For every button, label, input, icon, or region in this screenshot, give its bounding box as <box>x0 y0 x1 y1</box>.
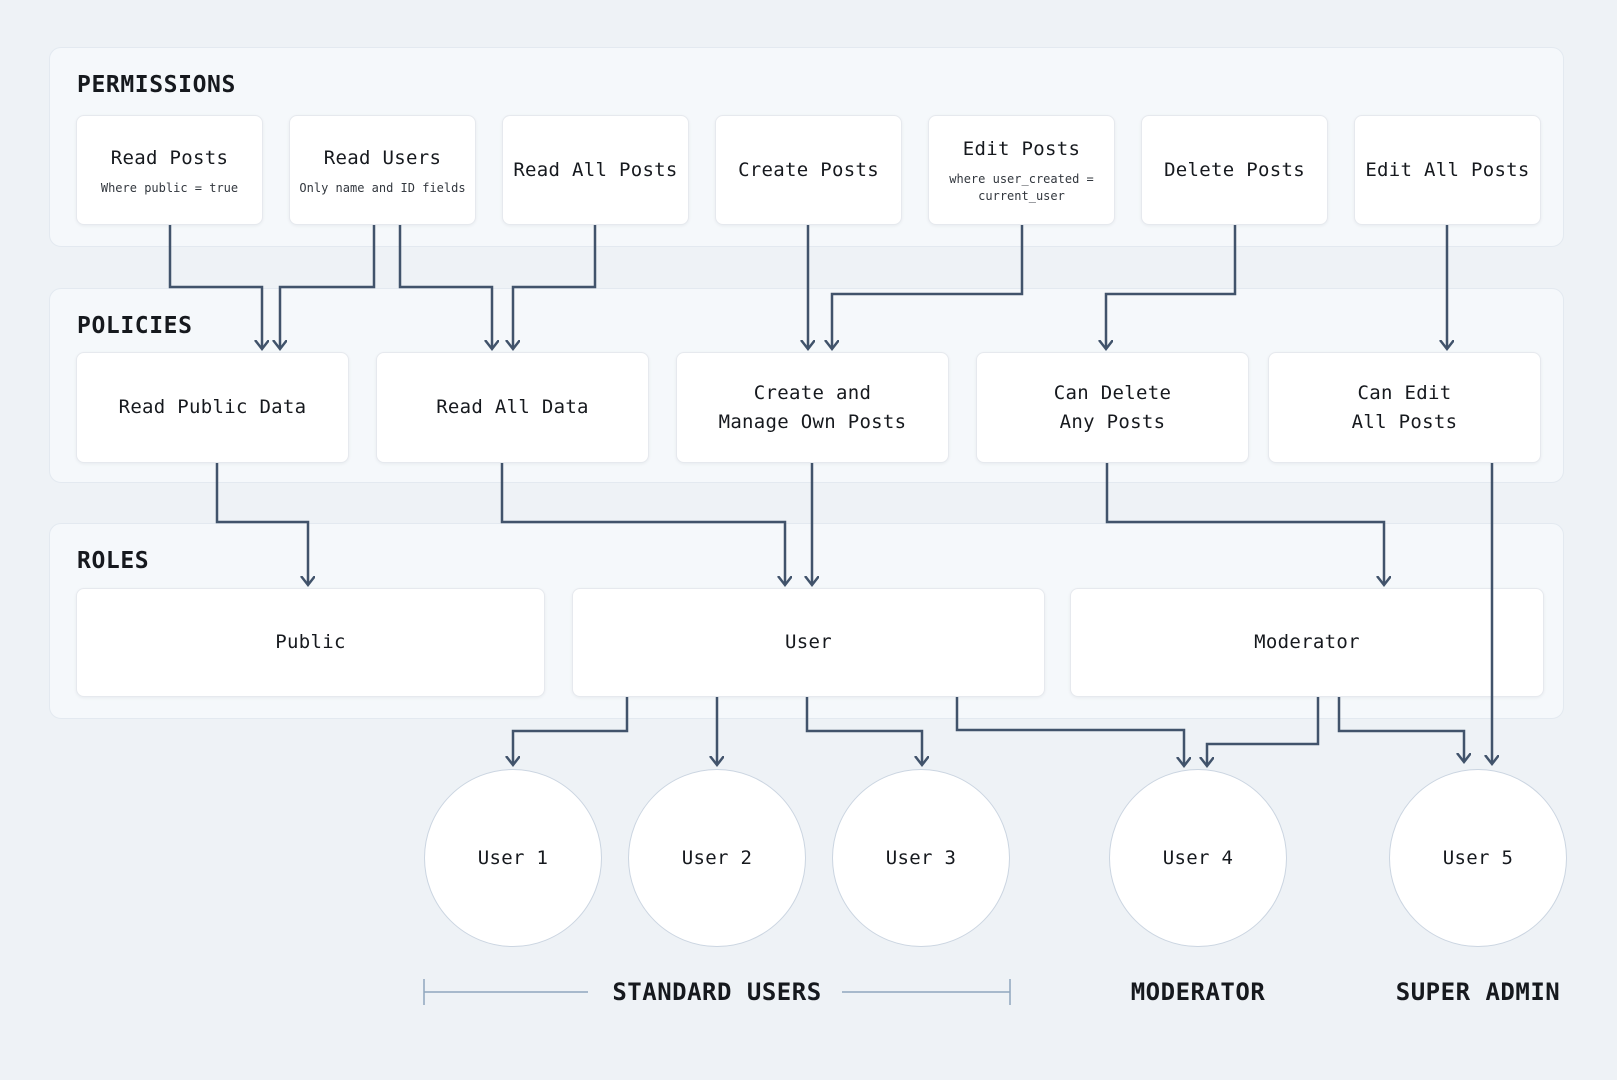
role-title: User <box>785 631 832 653</box>
role-node-user: User <box>572 588 1045 697</box>
user-label: User 1 <box>477 846 549 869</box>
user-node-1: User 1 <box>424 769 602 947</box>
permission-node-read-users: Read Users Only name and ID fields <box>289 115 476 225</box>
policy-node-can-delete-any-posts: Can Delete Any Posts <box>976 352 1249 463</box>
role-node-public: Public <box>76 588 545 697</box>
permission-node-create-posts: Create Posts <box>715 115 902 225</box>
group-label-super-admin: SUPER ADMIN <box>1395 978 1561 1006</box>
permission-node-edit-posts: Edit Posts where user_created = current_… <box>928 115 1115 225</box>
permission-subtitle: Only name and ID fields <box>299 180 466 195</box>
user-label: User 5 <box>1442 846 1514 869</box>
policy-node-create-manage-own-posts: Create and Manage Own Posts <box>676 352 949 463</box>
permission-title: Create Posts <box>738 158 879 181</box>
group-label-standard-users: STANDARD USERS <box>612 978 822 1006</box>
group-label-moderator: MODERATOR <box>1130 978 1266 1006</box>
permission-node-read-posts: Read Posts Where public = true <box>76 115 263 225</box>
policy-title-line: Manage Own Posts <box>718 410 907 433</box>
bracket-left <box>423 979 588 1005</box>
permission-title: Edit Posts <box>962 138 1081 160</box>
policy-title-line: Any Posts <box>1059 410 1166 433</box>
policy-title: Read All Data <box>436 396 589 418</box>
role-node-moderator: Moderator <box>1070 588 1544 697</box>
permission-title: Read Users <box>323 146 442 169</box>
permissions-panel-title: PERMISSIONS <box>77 72 236 98</box>
user-node-3: User 3 <box>832 769 1010 947</box>
role-title: Public <box>275 631 346 653</box>
roles-panel-title: ROLES <box>77 548 150 574</box>
user-node-4: User 4 <box>1109 769 1287 947</box>
policy-node-can-edit-all-posts: Can Edit All Posts <box>1268 352 1541 463</box>
policy-title-line: Can Edit <box>1357 381 1452 404</box>
policy-node-read-all-data: Read All Data <box>376 352 649 463</box>
permission-title: Read All Posts <box>513 158 678 181</box>
permission-node-edit-all-posts: Edit All Posts <box>1354 115 1541 225</box>
bracket-right <box>842 979 1011 1005</box>
permission-node-read-all-posts: Read All Posts <box>502 115 689 225</box>
policy-title-line: All Posts <box>1351 410 1458 433</box>
user-label: User 2 <box>681 846 753 869</box>
policy-title: Read Public Data <box>118 396 307 418</box>
policy-title-line: Create and <box>753 381 872 404</box>
user-label: User 4 <box>1162 846 1234 869</box>
user-node-5: User 5 <box>1389 769 1567 947</box>
policy-title-line: Can Delete <box>1053 381 1172 404</box>
user-node-2: User 2 <box>628 769 806 947</box>
permission-title: Edit All Posts <box>1365 158 1530 181</box>
user-label: User 3 <box>885 846 957 869</box>
permission-title: Read Posts <box>110 146 229 169</box>
role-title: Moderator <box>1254 631 1360 653</box>
permission-subtitle: where user_created = current_user <box>949 172 1094 203</box>
permission-node-delete-posts: Delete Posts <box>1141 115 1328 225</box>
permission-subtitle: Where public = true <box>100 180 239 195</box>
policies-panel-title: POLICIES <box>77 313 193 339</box>
permission-title: Delete Posts <box>1164 158 1305 181</box>
policy-node-read-public-data: Read Public Data <box>76 352 349 463</box>
